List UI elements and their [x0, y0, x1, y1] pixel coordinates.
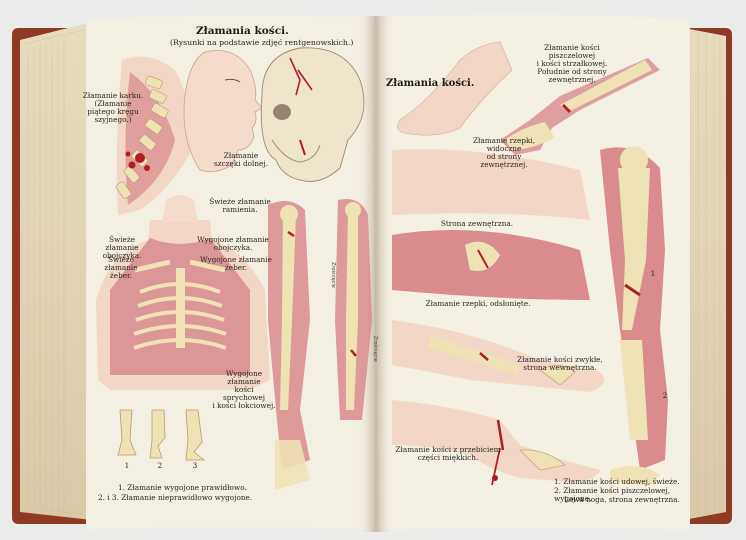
label-tibia-fibula: Złamanie kości piszczelowej i kości strz… — [536, 43, 608, 84]
knee-figure-skin — [392, 149, 590, 220]
leg-figure-simple — [392, 320, 605, 392]
label-fresh-clavicle: Świeże złamanie obojczyka. — [102, 235, 142, 260]
caption-healed-incorrectly: 2. i 3. Złamanie nieprawidłowo wygojone. — [98, 493, 253, 502]
label-right-number-2: 2 — [662, 391, 668, 400]
arm-figure-2 — [335, 199, 372, 420]
label-patella-outer: Złamanie rzepki, widoczne od strony zewn… — [472, 136, 536, 169]
full-leg-figure — [600, 146, 668, 485]
label-patella-exposed: Złamanie rzepki, odsłonięte. — [425, 299, 531, 308]
vertical-label-1: Zrośnięcie — [330, 262, 336, 288]
caption-tibia-healed: 2. Złamanie kości piszczelowej, wygojone… — [554, 486, 671, 503]
knee-figure-open — [392, 230, 590, 300]
leg-figure-compound — [392, 400, 600, 486]
label-compound-fracture: Złamanie kości z przebiciem części miękk… — [395, 445, 501, 462]
label-number-3: 3 — [192, 461, 198, 470]
left-page-subtitle: (Rysunki na podstawie zdjęć rentgenowski… — [170, 38, 354, 47]
label-right-number-1: 1 — [650, 269, 656, 278]
caption-left-leg: Lewa noga, strona zewnętrzna. — [564, 495, 680, 504]
label-outer-side: Strona zewnętrzna. — [440, 219, 514, 228]
label-healed-clavicle: Wygojone złamanie obojczyka. — [197, 235, 269, 252]
vertical-label-2: Zrośnięcie — [372, 336, 378, 362]
leg-bone-figure-1 — [500, 58, 660, 155]
small-bones — [117, 409, 206, 461]
label-radius-ulna: Wygojone złamanie kości sprychowej i koś… — [212, 369, 276, 410]
label-fresh-ribs: Świeże złamanie żeber. — [104, 255, 138, 280]
neck-figure — [115, 56, 193, 215]
skull-figure — [260, 47, 365, 182]
label-simple-fracture: Złamanie kości zwykłe, strona wewnętrzna… — [517, 355, 603, 372]
label-fresh-arm-fracture: Świeże złamanie ramienia. — [209, 197, 271, 214]
caption-healed-correctly: 1. Złamanie wygojone prawidłowo. — [118, 483, 247, 492]
label-healed-ribs: Wygojone złamanie żeber. — [200, 255, 272, 272]
label-number-2: 2 — [157, 461, 163, 470]
left-page-edges — [20, 22, 92, 520]
caption-femur-fresh: 1. Złamanie kości udowej, świeże. — [554, 477, 680, 486]
torso-figure — [96, 195, 270, 390]
label-jaw-fracture: Złamanie szczęki dolnej. — [214, 151, 268, 168]
face-profile — [183, 50, 263, 173]
right-page-edges — [684, 28, 726, 520]
left-page-title: Złamania kości. — [196, 25, 289, 37]
foot-figure-1 — [397, 41, 513, 136]
right-page-title: Złamania kości. — [386, 78, 475, 89]
label-neck-fracture: Złamanie karku. (Złamanie piątego kręgu … — [82, 91, 144, 124]
arm-figure-1 — [268, 201, 310, 490]
label-number-1: 1 — [124, 461, 130, 470]
